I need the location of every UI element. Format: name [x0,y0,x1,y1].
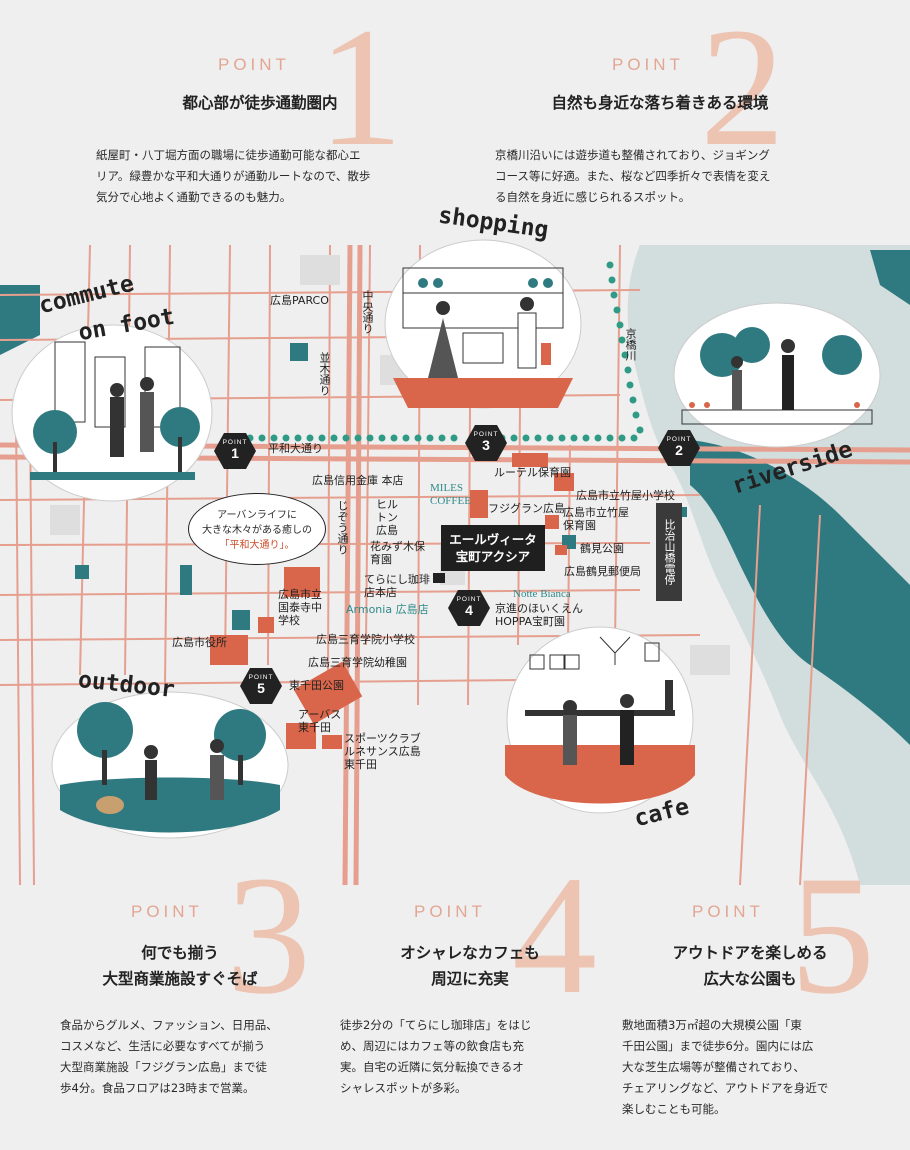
label-lutheran: ルーテル保育園 [494,466,571,479]
label-armonia: Armonia 広島店 [346,603,429,616]
label-parco: 広島PARCO [270,294,329,307]
label-hilton: ヒルトン広島 [376,498,398,537]
point5-body: 敷地面積3万㎡超の大規模公園「東千田公園」まで徒歩6分。園内には広大な芝生広場等… [622,1018,829,1116]
label-yubin: 広島鶴見郵便局 [564,565,641,578]
label-teranishi: てらにし珈琲店本店 [364,573,430,599]
label-kyobashi: 京橋川 [624,328,637,361]
point2-title: 自然も身近な落ち着きある環境 [551,94,769,112]
outdoor-illustration [51,691,289,839]
label-tsurumi: 鶴見公園 [580,542,624,555]
point3-title: 何でも揃う大型商業施設すぐそば [102,944,258,988]
label-shiyakusho: 広島市役所 [172,636,227,649]
label-notte: Notte Bianca [513,588,571,600]
point1-title: 都心部が徒歩通勤圏内 [182,94,338,112]
label-miles: MILES COFFEE [430,482,471,507]
tram-stop-label: 比治山橋電停 [656,503,682,601]
label-takeya-e: 広島市立竹屋小学校 [576,489,675,502]
point1-number: 1 [318,0,403,181]
commute-illustration [11,324,213,502]
label-takeya-n: 広島市立竹屋保育園 [563,506,629,532]
label-sports: スポーツクラブルネサンス広島東千田 [344,732,421,771]
heiwa-speech-bubble: アーバンライフに大きな木々がある癒しの 「平和大通り」。 [188,493,326,565]
point5-title: アウトドアを楽しめる広大な公園も [672,944,828,988]
shopping-illustration [384,239,582,409]
point4-body: 徒歩2分の「てらにし珈琲店」をはじめ、周辺にはカフェ等の飲食店も充実。自宅の近隣… [340,1018,532,1095]
point2-number: 2 [700,0,785,181]
label-kyoshin: 京進のほいくえん [495,602,583,615]
label-urbans: アーバス東千田 [298,708,342,734]
point3-body: 食品からグルメ、ファッション、日用品、コスメなど、生活に必要なすべてが揃う大型商… [60,1018,278,1095]
point3-number: 3 [226,841,311,1029]
point1-label: POINT [218,55,290,74]
label-jizo: じぞう通り [336,500,349,555]
label-higashisenda: 東千田公園 [289,679,344,692]
label-namiki: 並木通り [318,352,331,396]
point5-label: POINT [692,902,764,921]
label-shinkin: 広島信用金庫 本店 [312,474,404,487]
point4-label: POINT [414,902,486,921]
cafe-illustration [505,626,695,814]
label-fujigran: フジグラン広島 [488,502,565,515]
property-destination-box[interactable]: エールヴィータ宝町アクシア [441,525,545,571]
point4-title: オシャレなカフェも周辺に充実 [400,944,540,988]
point5-number: 5 [790,841,875,1029]
point3-label: POINT [131,902,203,921]
label-chuo: 中央通り [361,290,374,334]
label-hanamizuki: 花みず木保育園 [370,540,425,566]
riverside-illustration [673,302,881,448]
point2-body: 京橋川沿いには遊歩道も整備されており、ジョギングコース等に好適。また、桜など四季… [495,148,771,204]
point2-label: POINT [612,55,684,74]
point4-number: 4 [512,841,597,1029]
label-sanikus: 広島三育学院小学校 [316,633,415,646]
label-hoppa: HOPPA宝町園 [495,615,566,628]
label-heiwa: 平和大通り [268,442,323,455]
label-kokutaiji: 広島市立国泰寺中学校 [278,588,322,627]
label-sanikuy: 広島三育学院幼稚園 [308,656,407,669]
point1-body: 紙屋町・八丁堀方面の職場に徒歩通勤可能な都心エリア。緑豊かな平和大通りが通勤ルー… [96,148,371,204]
